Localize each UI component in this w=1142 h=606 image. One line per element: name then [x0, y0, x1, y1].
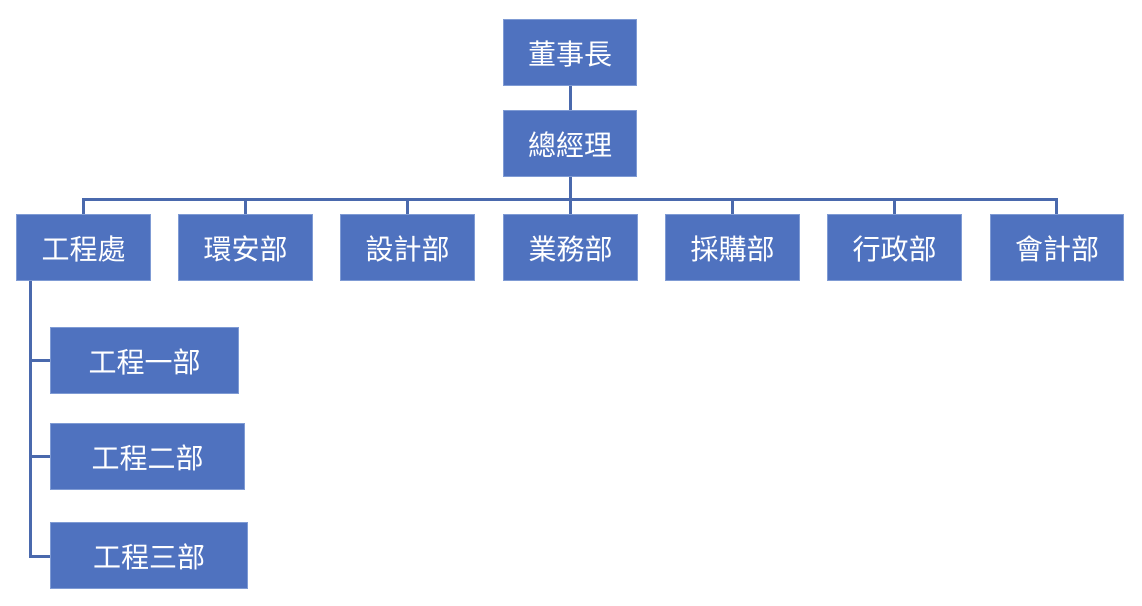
node-general-manager: 總經理 — [503, 110, 637, 177]
connector-sub-1 — [29, 455, 50, 458]
node-department: 採購部 — [665, 214, 800, 281]
node-department: 設計部 — [340, 214, 475, 281]
connector-sub-2 — [29, 555, 50, 558]
connector-chairman-gm — [569, 85, 572, 110]
node-department: 工程處 — [16, 214, 151, 281]
connector-dept-6 — [1055, 198, 1058, 214]
connector-engineering-trunk — [29, 281, 32, 558]
connector-dept-2 — [406, 198, 409, 214]
connector-dept-0 — [82, 198, 85, 214]
node-department: 行政部 — [827, 214, 962, 281]
node-chairman: 董事長 — [503, 19, 637, 86]
node-engineering-subunit: 工程一部 — [50, 327, 239, 394]
connector-dept-3 — [569, 198, 572, 214]
connector-dept-1 — [244, 198, 247, 214]
node-department: 會計部 — [990, 214, 1124, 281]
node-engineering-subunit: 工程二部 — [50, 423, 245, 490]
connector-dept-5 — [893, 198, 896, 214]
connector-dept-4 — [731, 198, 734, 214]
node-department: 環安部 — [178, 214, 313, 281]
connector-gm-bus — [569, 176, 572, 200]
connector-sub-0 — [29, 359, 50, 362]
node-engineering-subunit: 工程三部 — [50, 522, 248, 589]
node-department: 業務部 — [503, 214, 638, 281]
